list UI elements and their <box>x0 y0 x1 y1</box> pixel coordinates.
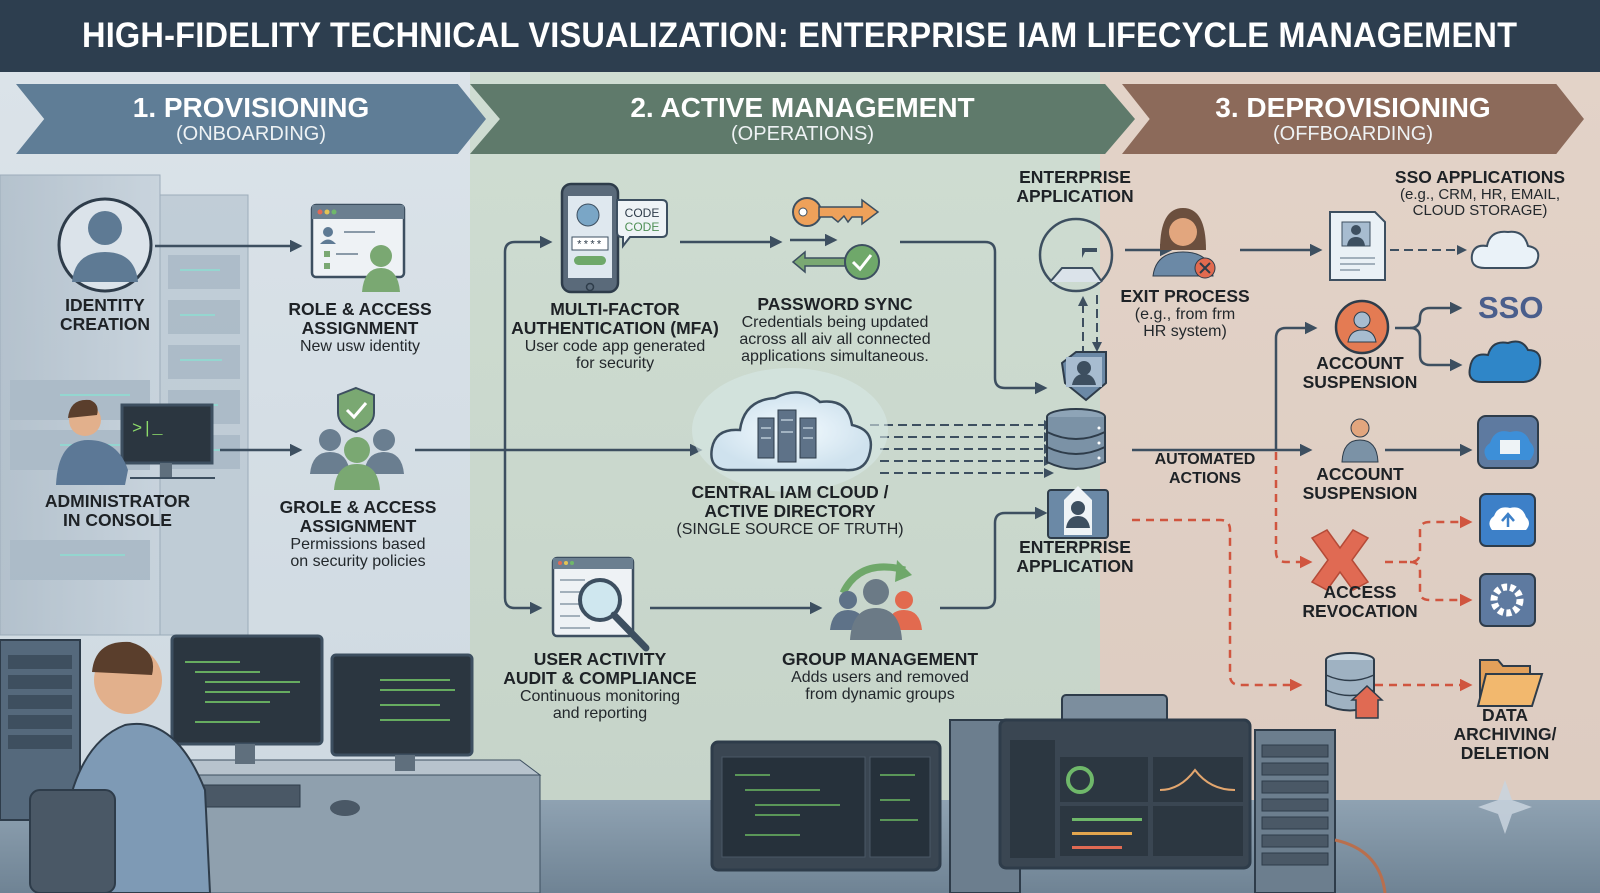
operator-workstation <box>0 634 542 893</box>
enterprise-app-bottom-icon <box>1047 486 1109 539</box>
data-archiving-label: DATA ARCHIVING/ DELETION <box>1453 705 1557 763</box>
sparkle-icon <box>1478 780 1532 834</box>
automated-actions-label: AUTOMATED ACTIONS <box>1154 451 1256 487</box>
sso-applications-label: SSO APPLICATIONS (e.g., CRM, HR, EMAIL, … <box>1394 167 1566 219</box>
user-icon <box>1341 418 1379 463</box>
sync-dashed-arrows <box>870 245 1467 478</box>
phase-provisioning: 1. PROVISIONING (ONBOARDING) <box>16 84 486 154</box>
salesforce-cloud-icon <box>1468 340 1542 383</box>
smartphone-mfa-icon: **** CODE CODE <box>560 182 668 294</box>
phase-title: 2. ACTIVE MANAGEMENT <box>630 92 975 123</box>
database-archive-icon <box>1325 652 1384 719</box>
phase-title: 3. DEPROVISIONING <box>1215 92 1491 123</box>
enterprise-app-top-icon <box>1038 217 1114 293</box>
phase-subtitle: (OPERATIONS) <box>731 123 874 145</box>
access-revocation-label: ACCESS REVOCATION <box>1302 582 1418 621</box>
red-x-icon <box>1310 529 1370 591</box>
shield-group-icon <box>310 386 404 490</box>
bottom-monitors <box>710 694 1532 893</box>
group-rotate-icon <box>830 560 922 640</box>
user-document-icon <box>1329 211 1386 281</box>
magnifier-log-icon <box>551 556 650 652</box>
terminal-prompt: >|_ <box>132 420 163 439</box>
admin-console-label: ADMINISTRATOR IN CONSOLE <box>44 491 191 530</box>
cloud-app-icon <box>1470 230 1540 269</box>
group-role-access-label: GROLE & ACCESS ASSIGNMENT Permissions ba… <box>279 497 437 571</box>
phase-title: 1. PROVISIONING <box>132 92 370 123</box>
audit-compliance-label: USER ACTIVITY AUDIT & COMPLIANCE Continu… <box>503 649 697 723</box>
sso-logo: SSO <box>1478 290 1543 325</box>
phase-subtitle: (OFFBOARDING) <box>1273 123 1433 145</box>
code-bubble-l2: CODE <box>625 220 660 234</box>
user-circle-icon <box>57 197 153 293</box>
exit-process-label: EXIT PROCESS (e.g., from frm HR system) <box>1120 286 1250 341</box>
flow-arrows <box>155 235 1473 615</box>
code-bubble-l1: CODE <box>625 206 660 220</box>
database-hub-icon <box>1046 408 1106 470</box>
cloud-upload-app-icon <box>1479 493 1536 547</box>
user-remove-icon <box>1152 208 1216 279</box>
user-suspend-icon <box>1334 299 1390 355</box>
phase-deprovisioning: 3. DEPROVISIONING (OFFBOARDING) <box>1122 84 1584 154</box>
account-suspension-1-label: ACCOUNT SUSPENSION <box>1302 353 1418 392</box>
key-sync-icon <box>790 197 880 280</box>
phase-active-management: 2. ACTIVE MANAGEMENT (OPERATIONS) <box>470 84 1135 154</box>
enterprise-app-bottom-label: ENTERPRISE APPLICATION <box>1016 537 1134 576</box>
page-title: HIGH-FIDELITY TECHNICAL VISUALIZATION: E… <box>82 16 1518 55</box>
cloud-tree-app-icon <box>1477 415 1539 469</box>
user-badge-icon <box>1060 351 1107 402</box>
password-sync-label: PASSWORD SYNC Credentials being updated … <box>739 294 931 366</box>
folder-icon <box>1476 659 1544 707</box>
admin-terminal-icon: >|_ <box>56 399 215 485</box>
mfa-label: MULTI-FACTOR AUTHENTICATION (MFA) User c… <box>511 299 719 373</box>
pin-field: **** <box>576 240 602 252</box>
account-suspension-2-label: ACCOUNT SUSPENSION <box>1302 464 1418 503</box>
role-access-label: ROLE & ACCESS ASSIGNMENT New usw identit… <box>288 299 432 356</box>
group-management-label: GROUP MANAGEMENT Adds users and removed … <box>781 649 979 704</box>
user-profile-window-icon <box>310 203 406 292</box>
phase-subtitle: (ONBOARDING) <box>176 123 326 145</box>
enterprise-app-top-label: ENTERPRISE APPLICATION <box>1016 167 1134 206</box>
title-bar: HIGH-FIDELITY TECHNICAL VISUALIZATION: E… <box>0 0 1600 72</box>
gear-app-icon <box>1479 573 1536 627</box>
central-iam-label: CENTRAL IAM CLOUD / ACTIVE DIRECTORY (SI… <box>676 482 904 539</box>
revocation-arrows <box>1132 452 1473 692</box>
identity-creation-label: IDENTITY CREATION <box>59 295 151 334</box>
cloud-server-icon <box>692 368 888 492</box>
